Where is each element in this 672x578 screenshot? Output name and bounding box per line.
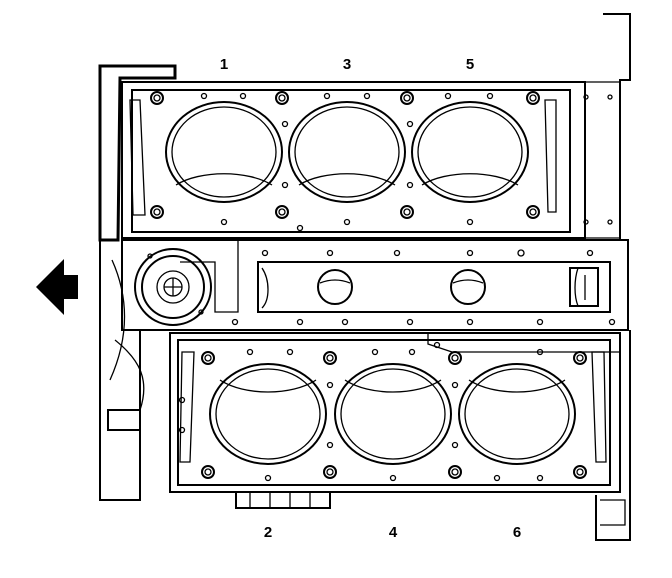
cylinder-bore-3 (288, 101, 406, 203)
bottom-head-gasket (169, 332, 621, 493)
cylinder-label-1: 1 (220, 56, 228, 73)
front-camshaft-seal (134, 248, 212, 326)
top-bolt-holes (150, 91, 613, 232)
cylinder-labels-top: 1 3 5 (220, 56, 474, 73)
cylinder-labels-bottom: 2 4 6 (264, 524, 521, 541)
bottom-bolt-holes (178, 341, 587, 482)
cylinder-label-5: 5 (466, 56, 474, 73)
top-head-gasket (121, 81, 620, 239)
valley-section (121, 237, 629, 331)
cylinder-bore-5 (411, 101, 529, 203)
arrow-left-icon (36, 259, 78, 315)
cylinder-label-3: 3 (343, 56, 351, 73)
cylinder-bore-4 (334, 363, 452, 465)
cylinder-label-4: 4 (389, 524, 398, 541)
cylinder-label-2: 2 (264, 524, 272, 541)
cylinder-bore-1 (165, 101, 283, 203)
cylinder-label-6: 6 (513, 524, 521, 541)
cylinder-bore-6 (458, 363, 576, 465)
cylinder-bore-2 (209, 363, 327, 465)
engine-block-outline (98, 13, 631, 541)
